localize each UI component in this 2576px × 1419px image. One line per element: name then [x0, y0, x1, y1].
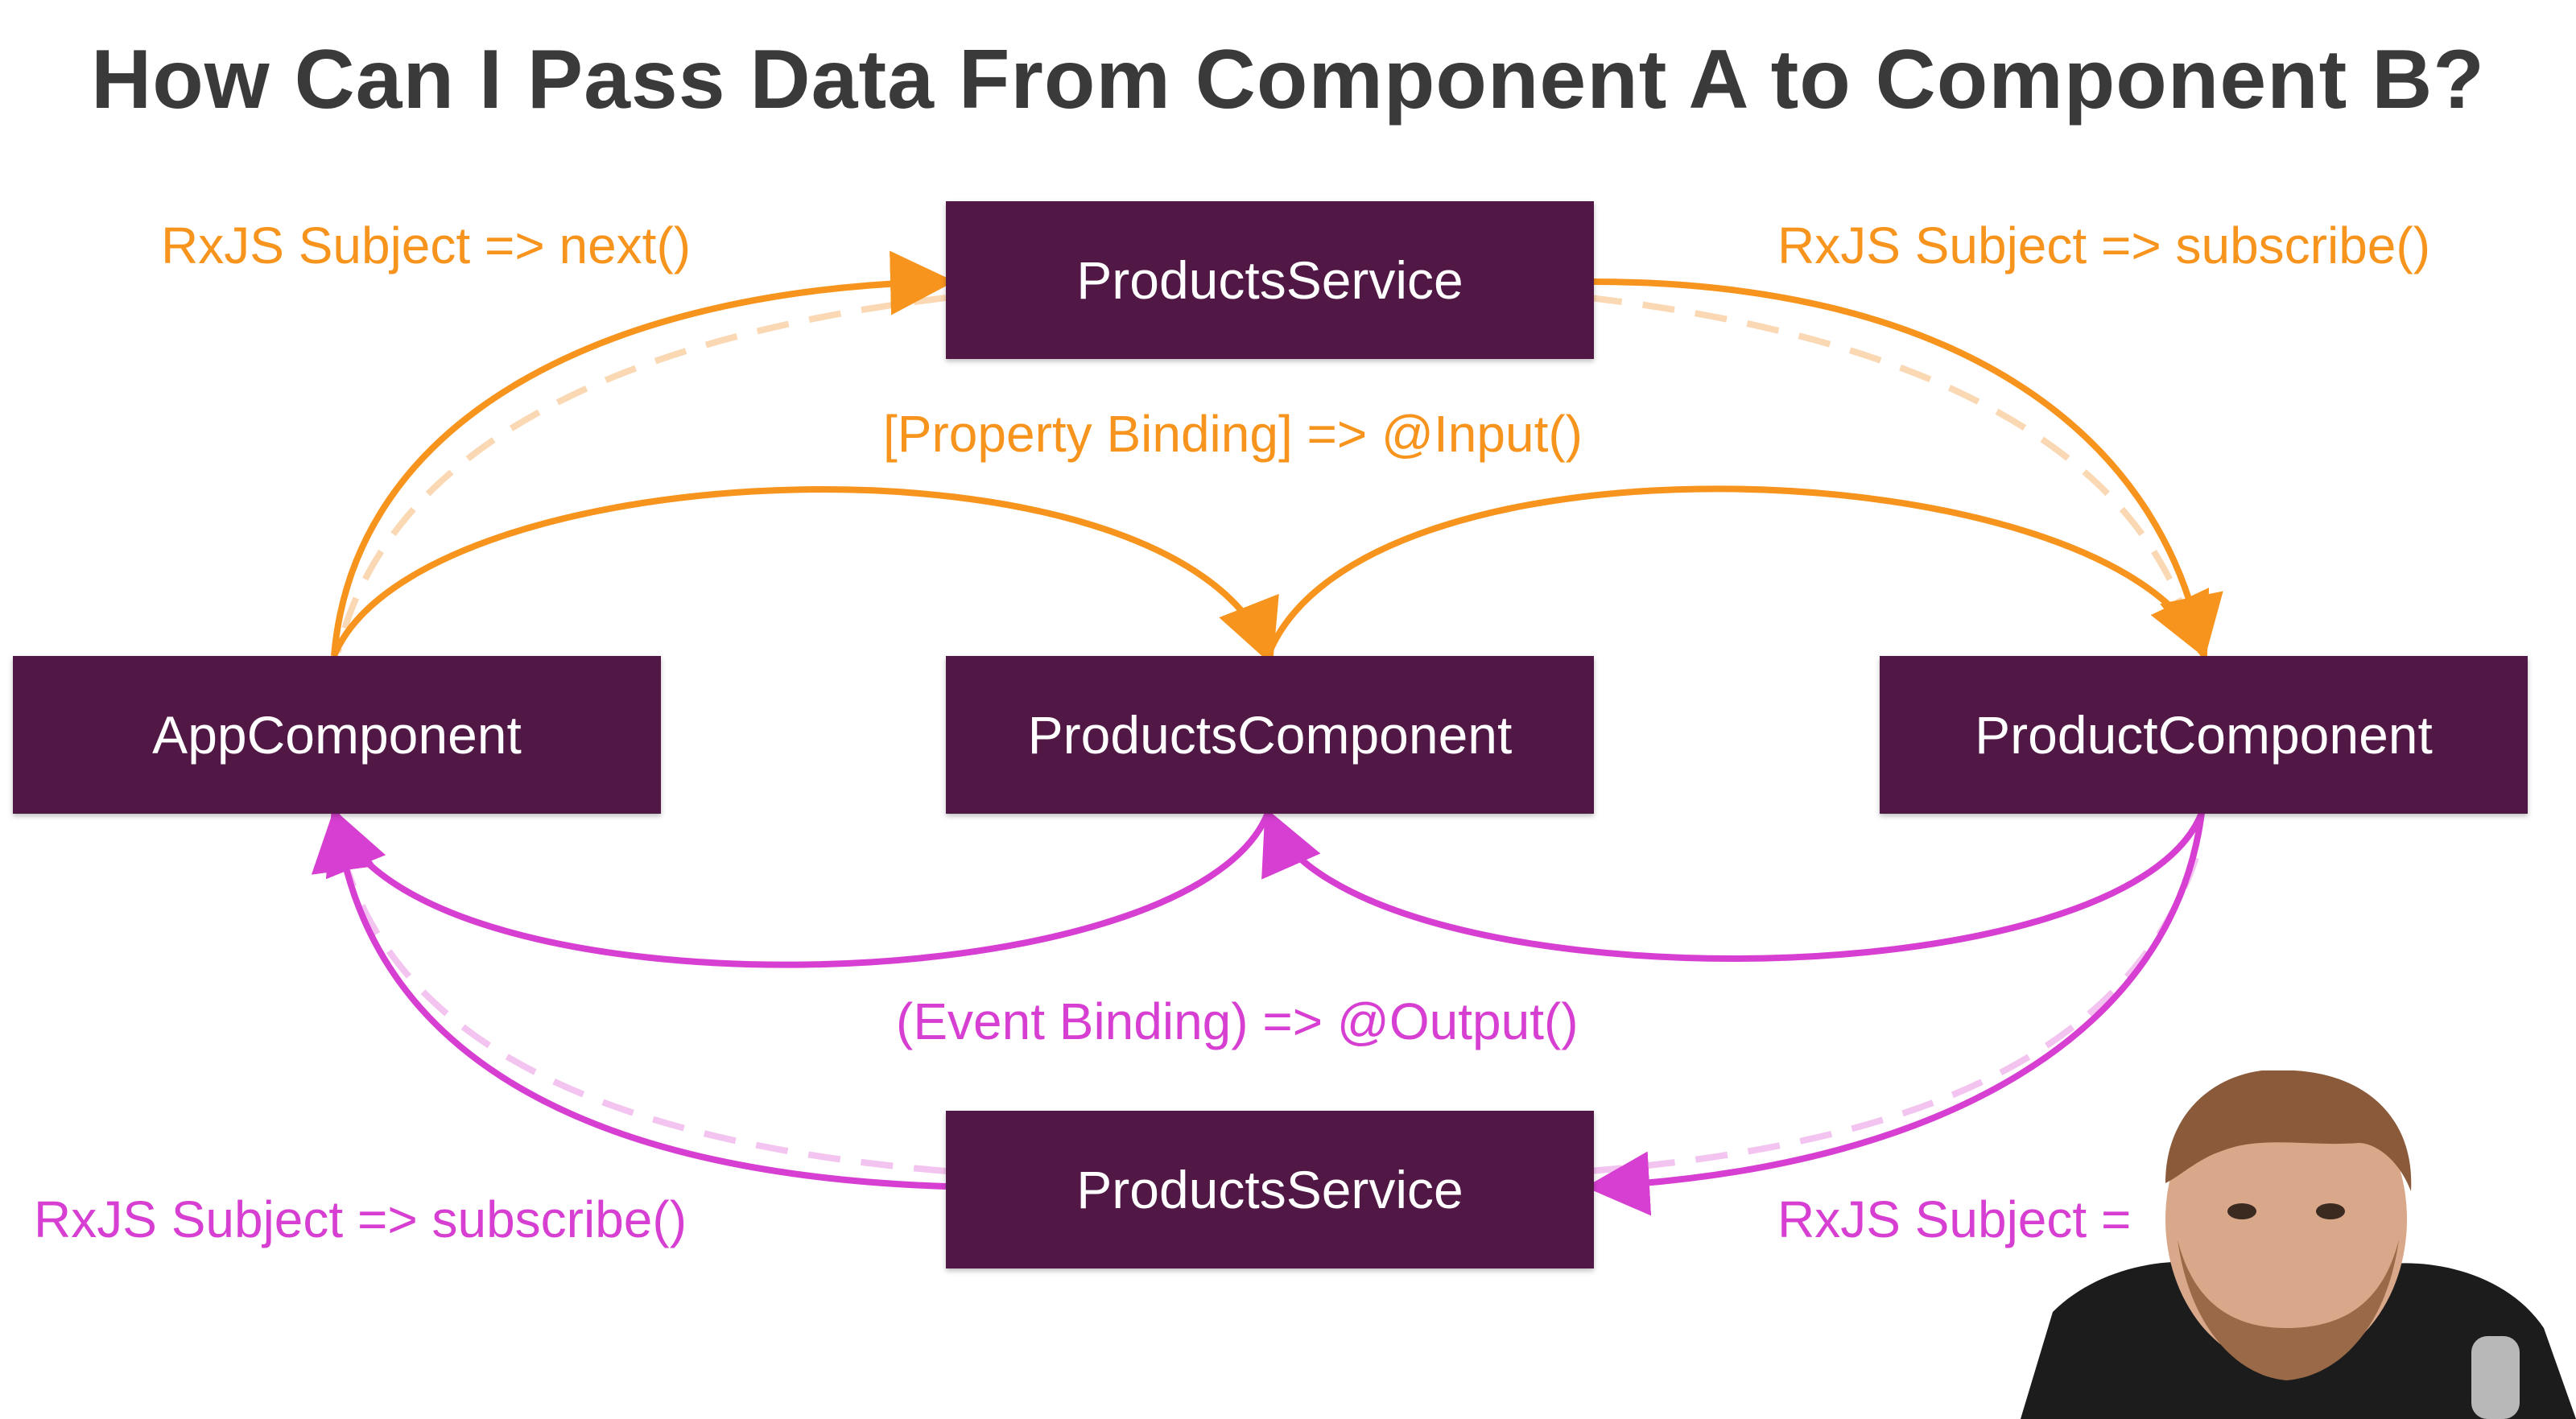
products-service-top-box: ProductsService — [946, 201, 1594, 359]
label-next-top-left: RxJS Subject => next() — [161, 217, 691, 274]
products-service-bottom-box: ProductsService — [946, 1111, 1594, 1268]
arrow-app-to-service-top — [331, 250, 955, 657]
product-component-box: ProductComponent — [1880, 656, 2528, 814]
arrow-products-to-app — [326, 807, 1271, 968]
dashed-top-left-arc — [335, 295, 947, 653]
app-component-box: AppComponent — [13, 656, 661, 814]
presenter-webcam-image — [2021, 1070, 2576, 1419]
label-property-binding: [Property Binding] => @Input() — [883, 405, 1583, 463]
label-subscribe-bottom-left: RxJS Subject => subscribe() — [34, 1190, 687, 1248]
arrow-product-to-products — [1261, 807, 2205, 962]
dashed-bottom-left-arc — [335, 836, 947, 1174]
label-subscribe-top-right: RxJS Subject => subscribe() — [1777, 217, 2430, 274]
products-component-box: ProductsComponent — [946, 656, 1594, 814]
slide-title: How Can I Pass Data From Component A to … — [91, 33, 2485, 126]
arrow-service-top-to-product — [1591, 278, 2223, 661]
arrow-service-bottom-to-app — [311, 806, 947, 1190]
dashed-top-right-arc — [1589, 295, 2193, 629]
arrow-product-to-service-bottom — [1585, 812, 2205, 1216]
label-event-binding: (Event Binding) => @Output() — [896, 992, 1579, 1050]
label-bottom-right-partial: RxJS Subject = — [1777, 1190, 2132, 1248]
arrow-app-to-products — [331, 486, 1279, 666]
arrow-products-to-product — [1265, 485, 2209, 660]
